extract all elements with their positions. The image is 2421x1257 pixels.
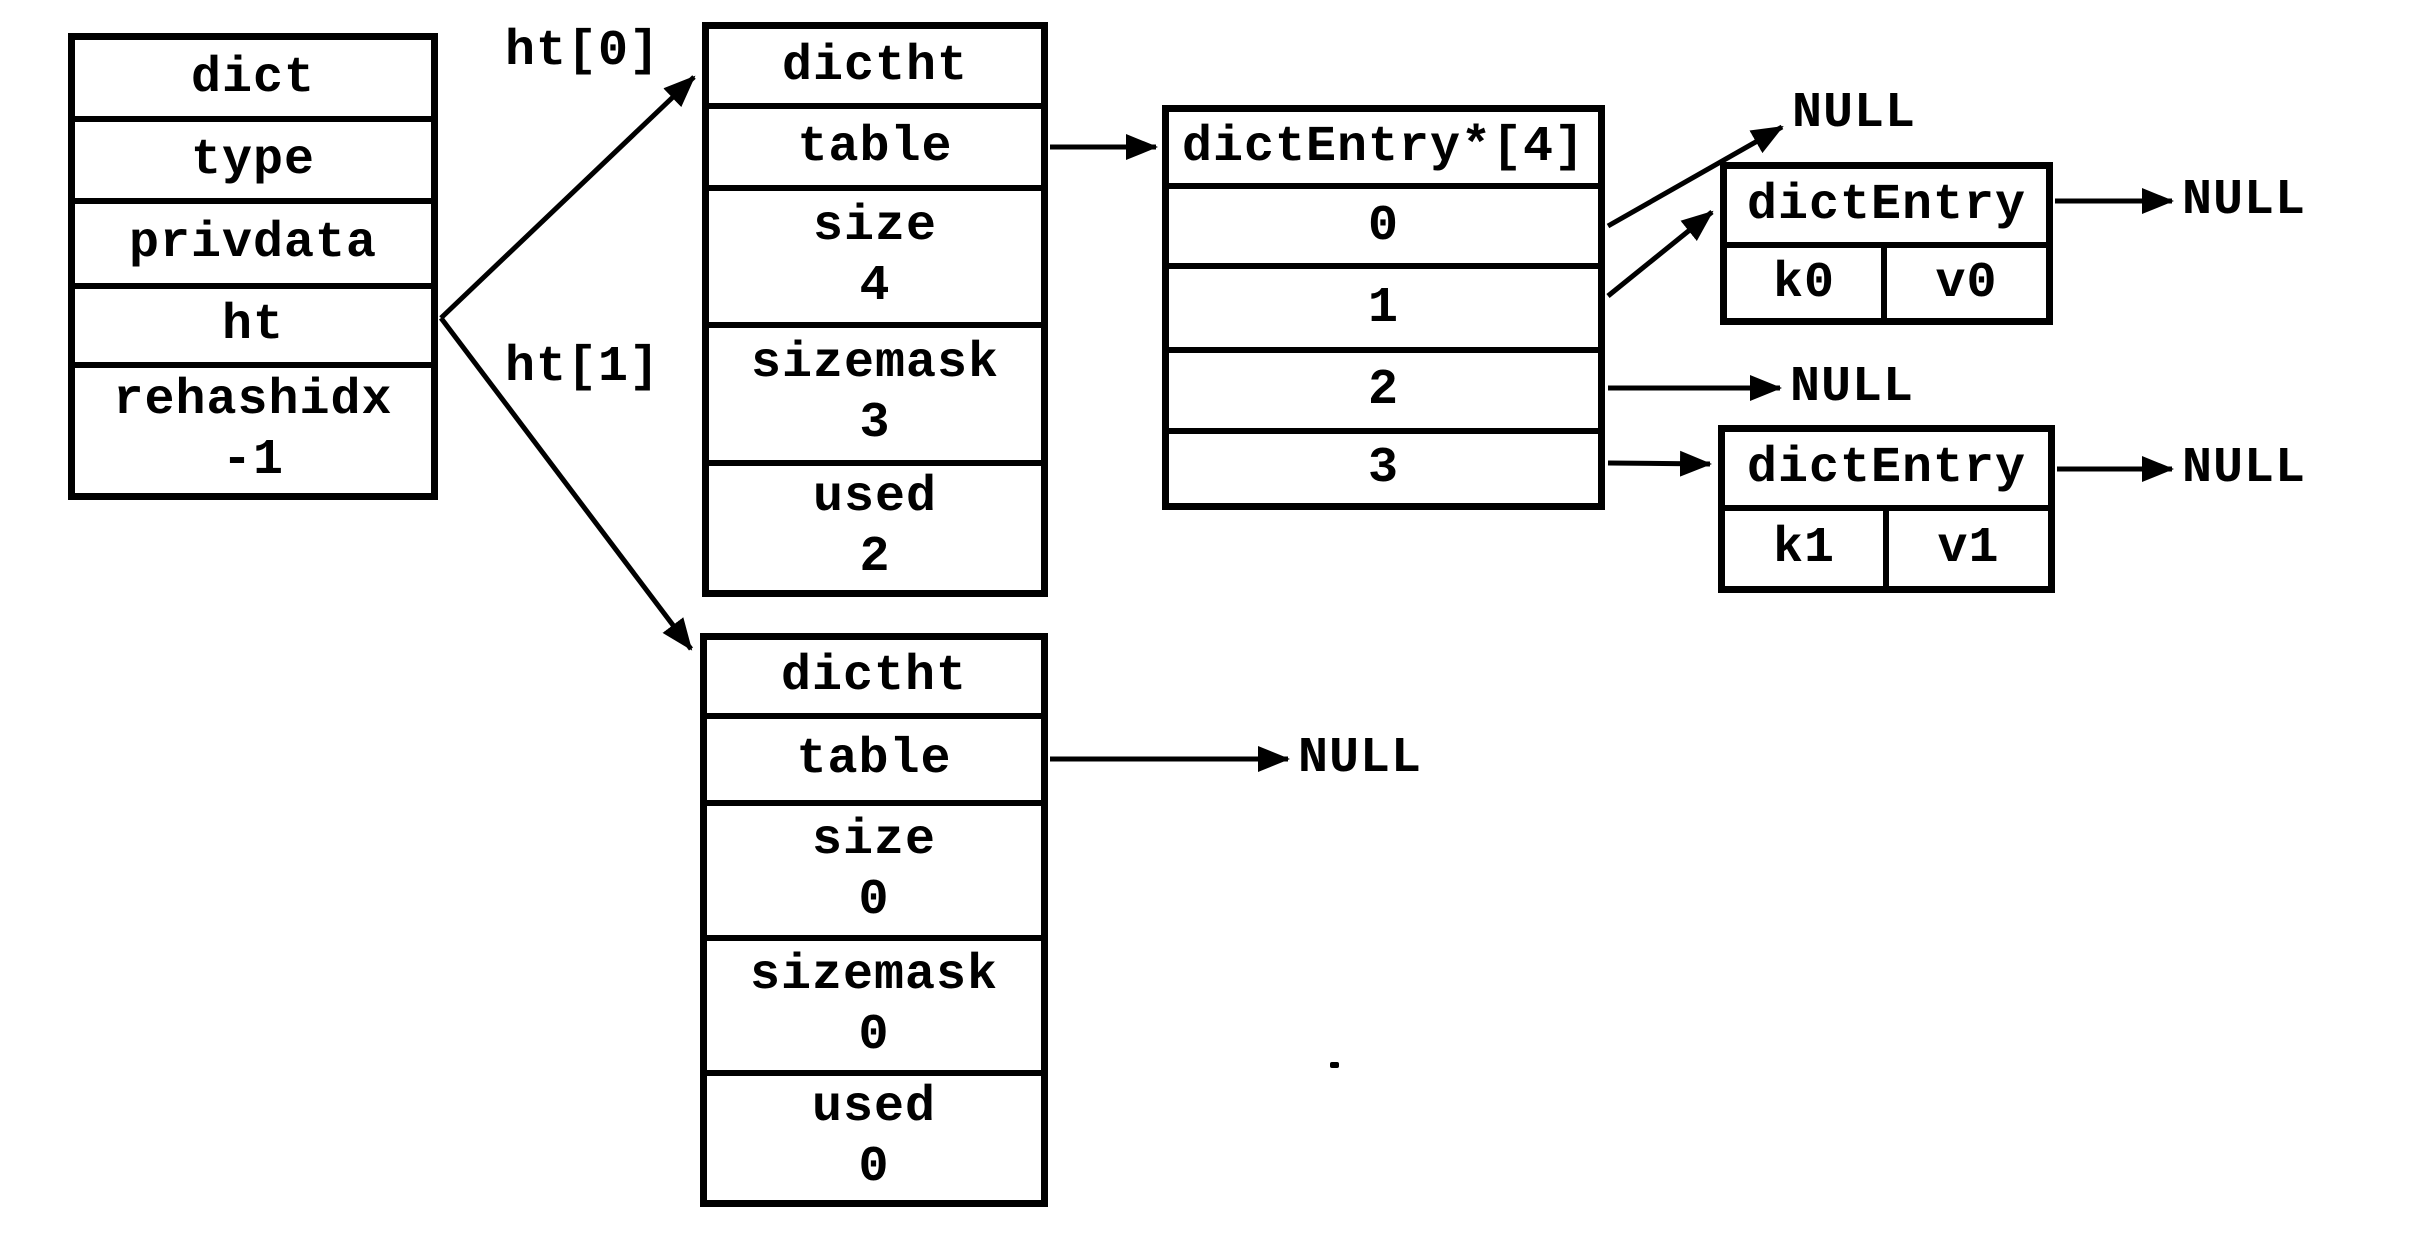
- null-label-entry1-next: NULL: [2182, 440, 2307, 497]
- bucket-slot-2: 2: [1169, 347, 1598, 428]
- dictht0-field-size: size 4: [709, 185, 1041, 322]
- bucket-slot-3: 3: [1169, 428, 1598, 503]
- sizemask-label: sizemask: [749, 946, 999, 1004]
- ink-speck: [1330, 1062, 1339, 1068]
- rehashidx-label: rehashidx: [113, 371, 393, 429]
- dictht1-struct-box: dictht table size 0 sizemask 0 used 0: [700, 633, 1048, 1207]
- size-value: 0: [858, 871, 890, 929]
- dictht0-field-sizemask: sizemask 3: [709, 322, 1041, 460]
- field-type: type: [75, 116, 431, 198]
- sizemask-value: 0: [858, 1006, 890, 1064]
- dictht0-field-used: used 2: [709, 460, 1041, 590]
- dictht0-field-table: table: [709, 103, 1041, 185]
- bucket-slot-1: 1: [1169, 263, 1598, 347]
- arrow-ht1: [439, 316, 693, 651]
- null-label-entry0-next: NULL: [2182, 172, 2307, 229]
- used-value: 2: [859, 529, 891, 586]
- used-label: used: [811, 1079, 937, 1136]
- used-label: used: [812, 469, 938, 526]
- null-label-slot2: NULL: [1790, 359, 1915, 416]
- rehashidx-value: -1: [221, 431, 284, 489]
- dictht0-title: dictht: [781, 37, 969, 95]
- dictentry1-value: v1: [1937, 520, 2000, 577]
- sizemask-value: 3: [859, 395, 891, 452]
- dictht1-field-size: size 0: [707, 800, 1041, 935]
- dictentry1-box: dictEntry k1 v1: [1718, 425, 2055, 593]
- dictht1-field-table: table: [707, 713, 1041, 800]
- field-ht: ht: [75, 283, 431, 362]
- ht0-pointer-label: ht[0]: [505, 23, 661, 80]
- size-label: size: [811, 811, 937, 869]
- arrow-slot3-to-entry1: [1607, 450, 1712, 477]
- sizemask-label: sizemask: [750, 335, 1000, 392]
- dictentry1-key: k1: [1725, 511, 1889, 586]
- dictht1-field-used: used 0: [707, 1070, 1041, 1200]
- dictht1-title: dictht: [780, 648, 968, 705]
- null-label-slot0: NULL: [1792, 85, 1917, 142]
- used-value: 0: [858, 1139, 890, 1196]
- dictentry0-value: v0: [1935, 254, 1998, 312]
- dictentry0-key: k0: [1727, 248, 1887, 318]
- arrow-slot0-to-null: [1606, 124, 1784, 229]
- dictentry1-title: dictEntry: [1746, 440, 2027, 497]
- dictht1-field-sizemask: sizemask 0: [707, 935, 1041, 1070]
- size-value: 4: [859, 257, 891, 315]
- bucket-array-header: dictEntry*[4]: [1181, 119, 1586, 176]
- dictentry0-title: dictEntry: [1746, 177, 2027, 234]
- bucket-array-box: dictEntry*[4] 0 1 2 3: [1162, 105, 1605, 510]
- field-rehashidx: rehashidx -1: [75, 362, 431, 493]
- dictentry0-box: dictEntry k0 v0: [1720, 162, 2053, 325]
- null-label-ht1-table: NULL: [1298, 730, 1423, 787]
- dict-struct-title: dict: [190, 49, 316, 107]
- arrow-ht0: [439, 75, 696, 320]
- dict-struct-box: dict type privdata ht rehashidx -1: [68, 33, 438, 500]
- size-label: size: [812, 197, 938, 255]
- ht1-pointer-label: ht[1]: [505, 339, 661, 396]
- field-privdata: privdata: [75, 198, 431, 283]
- arrow-slot1-to-entry0: [1606, 210, 1714, 298]
- bucket-slot-0: 0: [1169, 183, 1598, 263]
- dictht0-struct-box: dictht table size 4 sizemask 3 used 2: [702, 22, 1048, 597]
